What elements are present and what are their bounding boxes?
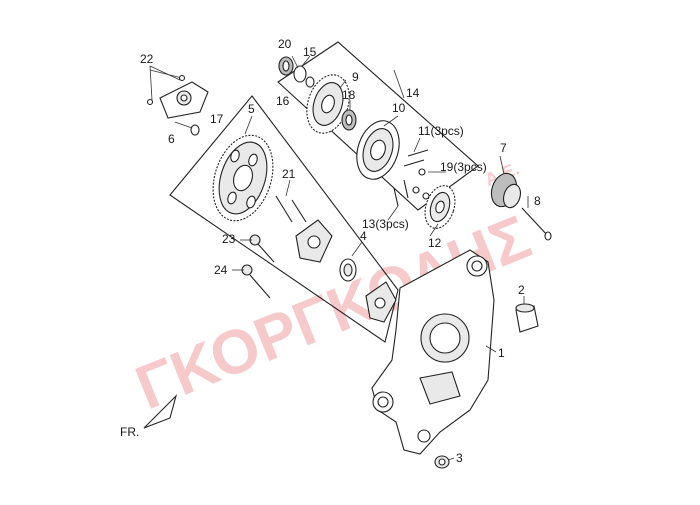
callout-24: 24 <box>214 263 228 277</box>
callout-23: 23 <box>222 232 236 246</box>
callout-21: 21 <box>282 167 296 181</box>
callout-14: 14 <box>406 86 420 100</box>
callout-22: 22 <box>140 52 154 66</box>
callout-11: 11(3pcs) <box>418 124 464 138</box>
callout-3: 3 <box>456 451 463 465</box>
part-11-pins <box>403 149 429 167</box>
part-22-cover <box>146 69 209 119</box>
callout-17: 17 <box>210 112 224 126</box>
callout-4: 4 <box>360 229 367 243</box>
part-24-bolt <box>241 264 271 299</box>
callout-16: 16 <box>276 94 290 108</box>
part-17-ring <box>190 124 200 136</box>
part-16-ring <box>305 76 315 88</box>
callout-8: 8 <box>534 194 541 208</box>
part-10-housing <box>356 120 400 180</box>
front-direction-label: FR. <box>120 425 139 439</box>
part-9-gear <box>306 74 350 134</box>
callout-1: 1 <box>498 346 505 360</box>
callout-18: 18 <box>342 88 356 102</box>
front-direction-arrow <box>143 394 178 429</box>
part-2-bushing <box>515 303 539 333</box>
callout-10: 10 <box>392 101 406 115</box>
part-13-pins <box>393 179 409 207</box>
assembly-frame-5 <box>169 95 399 343</box>
part-7-gear <box>490 172 522 209</box>
part-4-pump <box>295 219 397 323</box>
part-12-drum <box>424 185 456 229</box>
part-1-crankcase <box>371 249 495 455</box>
part-15-washer <box>293 65 307 83</box>
callout-5: 5 <box>248 102 255 116</box>
part-8-pin <box>521 207 552 241</box>
callout-13: 13(3pcs) <box>362 217 409 231</box>
callout-2: 2 <box>518 283 525 297</box>
callout-20: 20 <box>278 37 292 51</box>
callout-12: 12 <box>428 236 442 250</box>
callouts: 1 2 3 4 5 6 7 8 9 10 11(3pcs) 12 13(3pcs… <box>140 37 541 465</box>
part-5-sprocket <box>212 134 274 222</box>
part-3-bushing <box>434 455 450 469</box>
part-19-rings <box>412 168 430 200</box>
callout-7: 7 <box>500 141 507 155</box>
callout-15: 15 <box>303 45 317 59</box>
callout-19: 19(3pcs) <box>440 160 487 174</box>
leader-lines <box>149 55 529 461</box>
part-21-bolts <box>275 195 307 223</box>
callout-6: 6 <box>168 132 175 146</box>
callout-9: 9 <box>352 70 359 84</box>
